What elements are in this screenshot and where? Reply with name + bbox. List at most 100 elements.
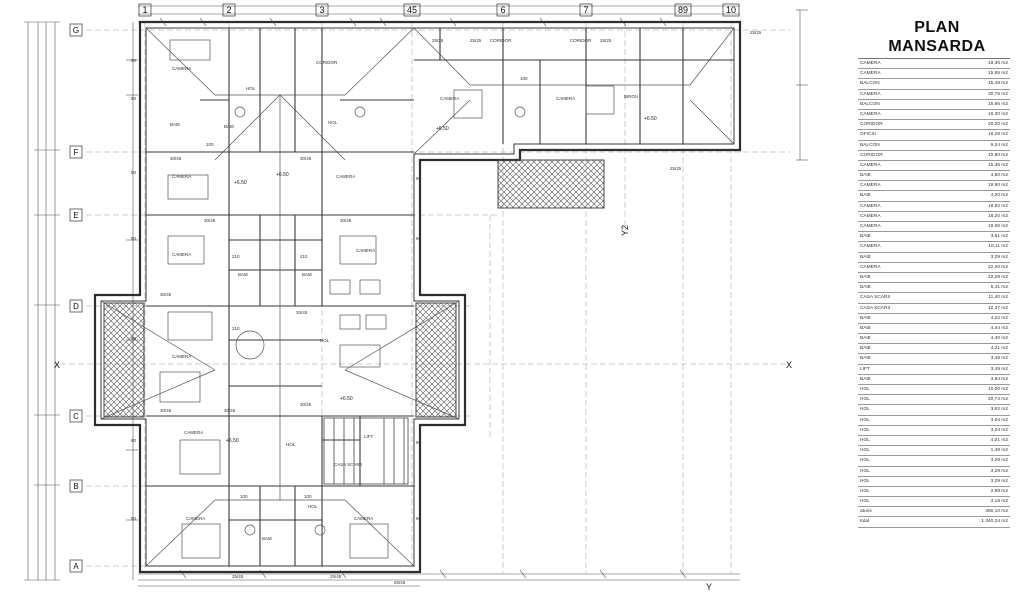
room-area: 15,36 m2 (987, 162, 1008, 168)
room-area: 4,40 m2 (990, 336, 1008, 342)
room-name: CASA SCARII (860, 295, 891, 301)
room-name: CAMERA (860, 203, 881, 209)
bottom-dimension-lines (138, 573, 740, 587)
room-label-camera: CAMERA (336, 174, 355, 179)
room-name: CAMERA (860, 244, 881, 250)
stair-core (323, 417, 409, 485)
row-label-b: B (73, 482, 78, 491)
room-area: 4,21 m2 (990, 346, 1008, 352)
room-label-hol: HOL (246, 86, 256, 91)
opening-label: 30/45 (296, 310, 308, 315)
opening-label: 90 (131, 96, 137, 101)
title-line-2: MANSARDA (888, 38, 986, 55)
grid-axis-lines (60, 22, 790, 574)
room-area: 4,20 m2 (990, 193, 1008, 199)
opening-label: 30/45 (160, 408, 172, 413)
opening-label: 25/45 (232, 574, 244, 579)
room-area: 3,61 m2 (990, 234, 1008, 240)
room-area: 5,41 m2 (990, 285, 1008, 291)
room-area: 22,20 m2 (987, 264, 1008, 270)
room-label-casa-scarii: CASA SCARII (334, 462, 362, 467)
room-name: BAIE (860, 285, 871, 291)
room-name: BAIE (860, 346, 871, 352)
opening-label: 30/45 (170, 156, 182, 161)
room-area: 9,24 m2 (990, 142, 1008, 148)
room-area: 22,29 m2 (987, 274, 1008, 280)
opening-label: 30/45 (160, 292, 172, 297)
column-label-1: 1 (142, 5, 147, 15)
opening-label: 25/25 (750, 30, 762, 35)
opening-dimension-labels: 90 90 90 90 90 90 90 90 90 90 90 100 100… (131, 30, 762, 585)
room-name: CAMERA (860, 111, 881, 117)
room-label-baie: BAIE (302, 272, 312, 277)
room-area: 3,49 m2 (990, 356, 1008, 362)
room-area: 3,29 m2 (990, 478, 1008, 484)
row-label-d: D (73, 302, 79, 311)
room-label-camera: CAMERA (172, 66, 191, 71)
room-name: BAIE (860, 336, 871, 342)
opening-label: 210 (232, 254, 240, 259)
room-name: BAIE (860, 325, 871, 331)
room-label-camera: CAMERA (172, 354, 191, 359)
opening-label: 25/25 (432, 38, 444, 43)
room-label-hol: HOL (308, 504, 318, 509)
room-area: 1,49 m2 (990, 448, 1008, 454)
level-mark: +6.50 (436, 126, 449, 132)
room-area: 3,29 m2 (990, 458, 1008, 464)
opening-label: 210 (300, 254, 308, 259)
room-name: CAMERA (860, 61, 881, 66)
opening-label: 90 (131, 336, 137, 341)
opening-label: 30/25 (300, 402, 312, 407)
room-area: 19,90 m2 (987, 183, 1008, 189)
column-label-2: 2 (226, 5, 231, 15)
exterior-walls-inner (100, 27, 735, 567)
level-markers: +6.50 +6.50 +6.50 +6.50 +6.50 +6.50 (226, 116, 657, 444)
room-label-baie: BAIE (238, 272, 248, 277)
opening-label: 100 (520, 76, 528, 81)
floor-plan-drawing: 1 2 3 45 6 7 89 10 G F E D C B A X X Y (24, 3, 808, 592)
opening-label: 25/25 (600, 38, 612, 43)
room-area: 16,30 m2 (987, 111, 1008, 117)
opening-label: 25/45 (394, 580, 406, 585)
room-area: 18,11 m2 (988, 244, 1008, 250)
hatched-terraces (103, 159, 605, 418)
exterior-walls (93, 20, 742, 574)
opening-label: 25/25 (470, 38, 482, 43)
opening-label: 100 (304, 494, 312, 499)
room-area: 30,76 m2 (987, 91, 1008, 97)
room-area: 16,28 m2 (987, 132, 1008, 138)
room-name: BALCON (860, 142, 880, 148)
room-name: CORIDOR (860, 152, 883, 158)
room-name: HOL (860, 488, 870, 494)
room-area: 4,44 m2 (990, 325, 1008, 331)
row-label-f: F (74, 148, 79, 157)
room-area-row: BALCON 9,24 m2 (858, 141, 1010, 151)
room-name: total (860, 519, 870, 525)
opening-label: 90 (131, 516, 137, 521)
room-name: BAIE (860, 173, 871, 179)
room-label-hol: HOL (328, 120, 338, 125)
room-label-camera: CAMERA (172, 252, 191, 257)
room-area: 3,19 m2 (990, 499, 1008, 505)
room-area-row: BAIE 4,44 m2 (858, 324, 1010, 335)
room-label-coridor: CORIDOR (316, 60, 338, 65)
room-name: HOL (860, 478, 870, 484)
axis-x-left: X (54, 360, 60, 370)
opening-label: 90 (416, 440, 422, 445)
room-area: 18,20 m2 (987, 213, 1008, 219)
